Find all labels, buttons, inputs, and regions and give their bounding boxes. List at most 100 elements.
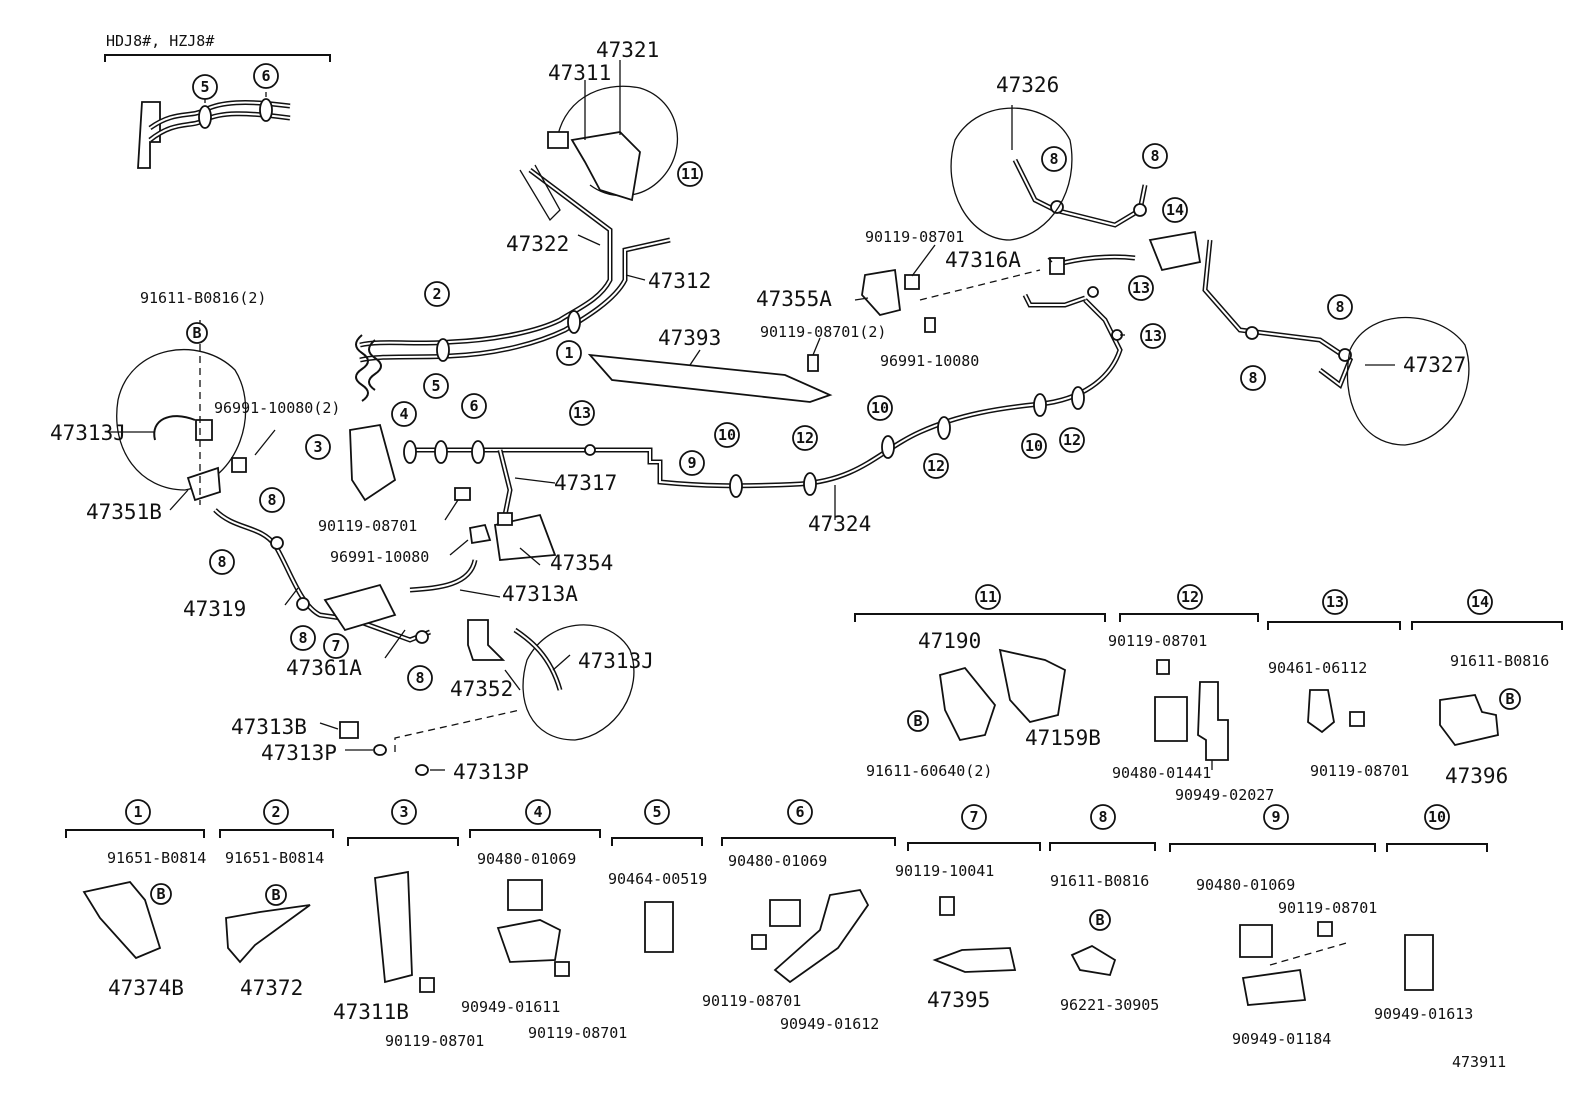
callout-12: 12 (923, 453, 949, 479)
clip-90480 (507, 879, 543, 911)
label-47317: 47317 (554, 471, 617, 495)
label-47316A: 47316A (945, 248, 1021, 272)
callout-2: 2 (424, 281, 450, 307)
callout-8: 8 (1327, 294, 1353, 320)
svg-text:8: 8 (1049, 150, 1058, 168)
bolt-47313B (339, 721, 359, 739)
svg-text:10: 10 (1428, 808, 1446, 826)
svg-text:4: 4 (399, 405, 408, 423)
detail-group-13: 13 90461-06112 90119-08701 (1267, 589, 1409, 780)
svg-text:12: 12 (1063, 431, 1081, 449)
svg-text:6: 6 (795, 803, 804, 821)
label-90949-01184: 90949-01184 (1232, 1030, 1331, 1048)
label-96991-10080-2: 96991-10080(2) (214, 399, 340, 417)
callout-12: 12 (1059, 427, 1085, 453)
svg-text:3: 3 (399, 803, 408, 821)
svg-text:4: 4 (533, 803, 542, 821)
detail-group-6: 6 90480-01069 90119-08701 90949-01612 (702, 799, 896, 1033)
master-cylinder (570, 131, 641, 202)
main-callouts: 5 6 11 2 1 3 4 5 6 13 9 10 12 10 12 10 1… (186, 63, 1353, 691)
callout-8: 8 (407, 665, 433, 691)
svg-text:11: 11 (681, 165, 699, 183)
label-47393: 47393 (658, 326, 721, 350)
svg-text:8: 8 (1248, 369, 1257, 387)
clip-90461 (1307, 689, 1335, 734)
rear-left-drum-outline (950, 107, 1073, 241)
label-47374B: 47374B (108, 976, 184, 1000)
label-47313P: 47313P (261, 741, 337, 765)
callout-8: 8 (259, 487, 285, 513)
detail-group-4: 4 90480-01069 90949-01611 90119-08701 (461, 799, 627, 1042)
label-47312: 47312 (648, 269, 711, 293)
callout-6: 6 (253, 63, 279, 89)
svg-text:6: 6 (469, 397, 478, 415)
label-90480-01069: 90480-01069 (1196, 876, 1295, 894)
callout-8: 8 (1142, 143, 1168, 169)
svg-text:7: 7 (969, 808, 978, 826)
svg-text:12: 12 (927, 457, 945, 475)
svg-text:12: 12 (796, 429, 814, 447)
label-47313J-right: 47313J (578, 649, 654, 673)
bracket-47352 (467, 619, 506, 661)
svg-text:1: 1 (564, 344, 573, 362)
clip-90480 (1154, 696, 1188, 742)
label-91611-B0816: 91611-B0816 (1450, 652, 1549, 670)
svg-text:13: 13 (1326, 593, 1344, 611)
svg-text:B: B (156, 885, 165, 903)
bolt-symbol: B (186, 322, 208, 344)
callout-10: 10 (1021, 433, 1047, 459)
label-90119-08701: 90119-08701 (1310, 762, 1409, 780)
label-91651-B0814: 91651-B0814 (107, 849, 206, 867)
diagram-code: 473911 (1452, 1053, 1506, 1071)
detail-group-11: 11 47190 47159B B 91611-60640(2) (854, 584, 1106, 780)
clip-90480 (1239, 924, 1273, 958)
callout-8: 8 (209, 549, 235, 575)
label-47361A: 47361A (286, 656, 362, 680)
clip-96221 (1070, 944, 1117, 977)
main-parts (153, 131, 1202, 776)
label-47190: 47190 (918, 629, 981, 653)
detail-group-7: 7 90119-10041 47395 (895, 804, 1041, 1012)
callout-4: 4 (391, 401, 417, 427)
svg-text:8: 8 (267, 491, 276, 509)
label-47355A: 47355A (756, 287, 832, 311)
label-47319: 47319 (183, 597, 246, 621)
model-inset: HDJ8#, HZJ8# (104, 32, 331, 169)
label-90119-08701: 90119-08701 (528, 1024, 627, 1042)
svg-text:B: B (1505, 690, 1514, 708)
rear-right-drum-outline (1346, 317, 1470, 446)
label-47311B: 47311B (333, 1000, 409, 1024)
label-47352: 47352 (450, 677, 513, 701)
bracket-47354 (493, 513, 557, 561)
label-90119-08701-2: 90119-08701(2) (760, 323, 886, 341)
label-90949-02027: 90949-02027 (1175, 786, 1274, 804)
washer-47313P (415, 764, 429, 776)
callout-8: 8 (1041, 146, 1067, 172)
svg-text:10: 10 (871, 399, 889, 417)
label-47395: 47395 (927, 988, 990, 1012)
svg-text:5: 5 (200, 78, 209, 96)
svg-text:10: 10 (1025, 437, 1043, 455)
grommet (198, 105, 212, 129)
svg-text:7: 7 (331, 637, 340, 655)
clip-90464 (644, 901, 674, 953)
label-47324: 47324 (808, 512, 871, 536)
svg-text:13: 13 (1144, 327, 1162, 345)
detail-group-8: 8 91611-B0816 B 96221-30905 (1049, 804, 1159, 1014)
detail-group-12: 12 90119-08701 90480-01441 90949-02027 (1108, 584, 1274, 804)
svg-text:2: 2 (271, 803, 280, 821)
label-91611-60640-2: 91611-60640(2) (866, 762, 992, 780)
label-90464-00519: 90464-00519 (608, 870, 707, 888)
clamp-47372 (225, 904, 311, 964)
callout-10: 10 (714, 422, 740, 448)
label-90119-08701: 90119-08701 (702, 992, 801, 1010)
bracket-47351B (186, 466, 221, 502)
callout-13: 13 (1140, 323, 1166, 349)
label-47159B: 47159B (1025, 726, 1101, 750)
svg-text:13: 13 (1132, 279, 1150, 297)
callout-11: 11 (677, 161, 703, 187)
detail-group-14: 14 91611-B0816 B 47396 (1411, 589, 1563, 788)
svg-text:8: 8 (415, 669, 424, 687)
svg-text:13: 13 (573, 404, 591, 422)
svg-text:14: 14 (1166, 201, 1184, 219)
